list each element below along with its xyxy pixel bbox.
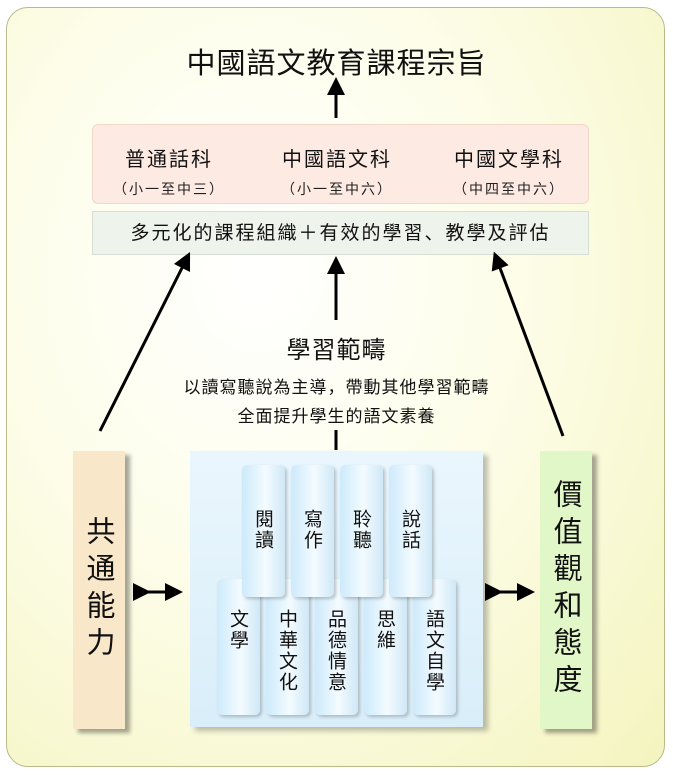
strand-label: 文學 [227, 609, 249, 651]
strand-tab-listening: 聆聽 [340, 465, 383, 597]
subject-level: （小一至中三） [113, 182, 225, 198]
learning-strands-box: 文學 中華文化 品德情意 思維 語文自學 閱讀 寫作 聆聽 說話 [190, 451, 483, 727]
strand-label: 聆聽 [350, 509, 372, 551]
learning-strands-title: 學習範疇 [286, 336, 387, 364]
subject-chinese-language: 中國語文科 （小一至中六） [267, 143, 407, 199]
generic-skills-box: 共通能力 [73, 451, 125, 729]
strand-label: 中華文化 [276, 609, 298, 693]
strand-tab-reading: 閱讀 [242, 465, 285, 597]
arrow-values-up [491, 251, 565, 437]
subjects-box: 普通話科 （小一至中三） 中國語文科 （小一至中六） 中國文學科 （中四至中六） [92, 124, 589, 204]
subject-name: 普通話科 [125, 147, 213, 171]
curriculum-strategy-box: 多元化的課程組織＋有效的學習、教學及評估 [92, 211, 589, 255]
strand-label: 語文自學 [423, 609, 445, 693]
strand-tab-moral-affective: 品德情意 [315, 579, 358, 715]
strand-label: 寫作 [301, 509, 323, 551]
diagram-title: 中國語文教育課程宗旨 [186, 46, 487, 80]
values-attitudes-box: 價值觀和態度 [540, 451, 592, 729]
subject-putonghua: 普通話科 （小一至中三） [99, 143, 239, 199]
arrow-generic-skills-up [98, 251, 191, 432]
strand-label: 思維 [374, 609, 396, 651]
strand-tab-self-learning: 語文自學 [413, 579, 456, 715]
subject-level: （小一至中六） [281, 182, 393, 198]
strand-tab-speaking: 說話 [389, 465, 432, 597]
subject-name: 中國文學科 [454, 147, 564, 171]
strand-label: 品德情意 [325, 609, 347, 693]
values-attitudes-label: 價值觀和態度 [549, 479, 583, 701]
strand-tab-thinking: 思維 [364, 579, 407, 715]
generic-skills-label: 共通能力 [82, 516, 116, 664]
subject-level: （中四至中六） [453, 182, 565, 198]
learning-strands-line-2: 全面提升學生的語文素養 [237, 407, 436, 427]
strand-tab-literature: 文學 [217, 579, 260, 715]
strand-label: 說話 [399, 509, 421, 551]
subject-name: 中國語文科 [282, 147, 392, 171]
strand-tab-writing: 寫作 [291, 465, 334, 597]
strand-tab-chinese-culture: 中華文化 [266, 579, 309, 715]
subject-chinese-literature: 中國文學科 （中四至中六） [439, 143, 579, 199]
strand-label: 閱讀 [252, 509, 274, 551]
learning-strands-line-1: 以讀寫聽說為主導，帶動其他學習範疇 [183, 378, 490, 398]
